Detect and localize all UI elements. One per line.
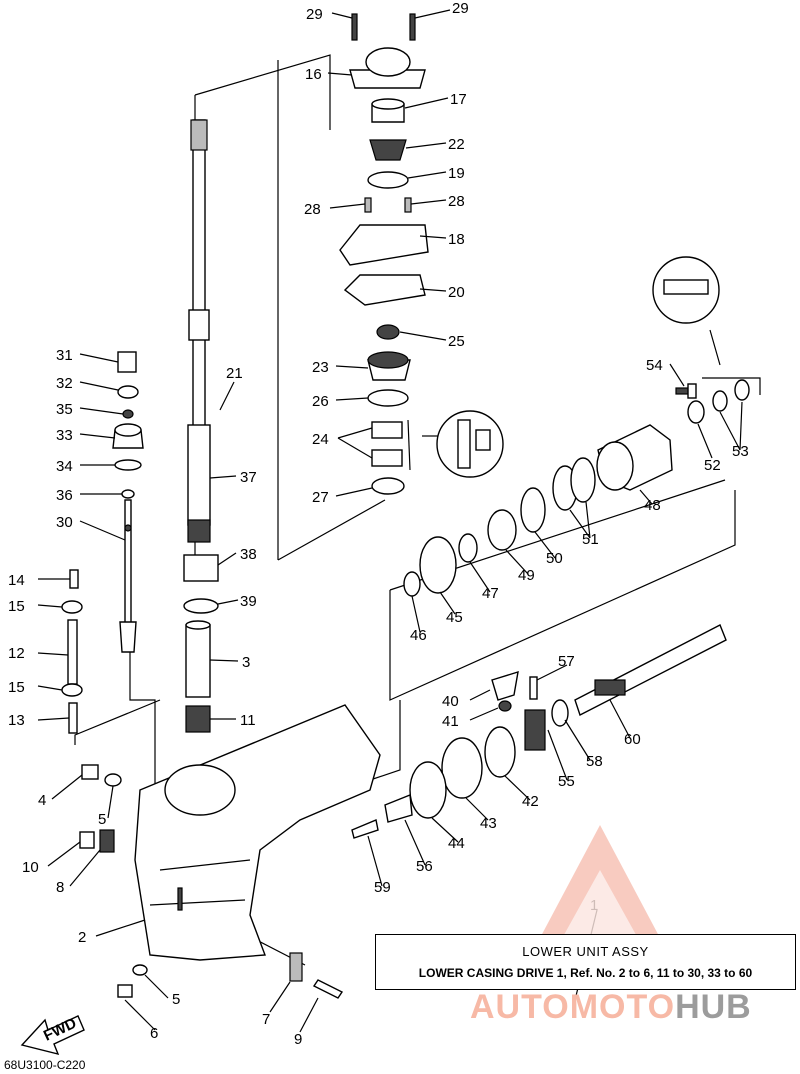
callout-31: 31 [56,347,73,364]
callout-60: 60 [624,731,641,748]
callout-59: 59 [374,879,391,896]
callout-5: 5 [98,811,106,828]
leader-lines [37,9,743,1033]
callout-36: 36 [56,487,73,504]
drive-shaft [187,119,211,543]
callout-35: 35 [56,401,73,418]
callout-39: 39 [240,593,257,610]
callout-15: 15 [8,598,25,615]
callout-26: 26 [312,393,329,410]
callout-4: 4 [38,792,46,809]
callout-10: 10 [22,859,39,876]
callout-1: 1 [590,897,598,914]
shift-linkage-parts [61,569,83,734]
callout-55: 55 [558,773,575,790]
callout-21: 21 [226,365,243,382]
callout-14: 14 [8,572,25,589]
watermark-text: AUTOMOTOHUB [470,988,752,1027]
callout-28: 28 [304,201,321,218]
callout-23: 23 [312,359,329,376]
callout-6: 6 [150,1025,158,1042]
callout-27: 27 [312,489,329,506]
caption-subtitle: LOWER CASING DRIVE 1, Ref. No. 2 to 6, 1… [418,966,753,980]
callout-29b: 29 [452,0,469,17]
callout-30: 30 [56,514,73,531]
fasteners [79,383,697,999]
callout-33: 33 [56,427,73,444]
callout-52: 52 [704,457,721,474]
callout-57: 57 [558,653,575,670]
caption-box: LOWER UNIT ASSY LOWER CASING DRIVE 1, Re… [375,934,796,990]
callout-11: 11 [240,712,256,729]
callout-47: 47 [482,585,499,602]
callout-9: 9 [294,1031,302,1048]
callout-18: 18 [448,231,465,248]
caption-title: LOWER UNIT ASSY [522,944,649,959]
callout-51: 51 [582,531,599,548]
callout-54: 54 [646,357,663,374]
shift-parts-stack [112,351,144,499]
callout-46: 46 [410,627,427,644]
callout-42: 42 [522,793,539,810]
fwd-arrow: FWD [20,1015,85,1056]
callout-22: 22 [448,136,465,153]
drawing-code: 68U3100-C220 [4,1058,86,1072]
callout-38: 38 [240,546,257,563]
lower-casing [134,704,381,961]
water-pump-group [339,13,504,495]
callout-5b: 5 [172,991,180,1008]
callout-53: 53 [732,443,749,460]
callout-34: 34 [56,458,73,475]
callout-12: 12 [8,645,25,662]
callout-49: 49 [518,567,535,584]
callout-13: 13 [8,712,25,729]
callout-44: 44 [448,835,465,852]
callout-17: 17 [450,91,467,108]
callout-29: 29 [306,6,323,23]
callout-43: 43 [480,815,497,832]
callout-24: 24 [312,431,329,448]
callout-20: 20 [448,284,465,301]
callout-37: 37 [240,469,257,486]
callout-15b: 15 [8,679,25,696]
watermark-text-part2: HUB [675,988,752,1026]
callout-56: 56 [416,858,433,875]
callout-41: 41 [442,713,459,730]
callout-16: 16 [305,66,322,83]
propeller-shaft-group [351,256,750,839]
callout-8: 8 [56,879,64,896]
callout-3: 3 [242,654,250,671]
callout-48: 48 [644,497,661,514]
callout-numbers: 1 2 3 4 5 5 6 7 8 9 10 11 12 13 14 15 15… [8,0,749,1048]
callout-25: 25 [448,333,465,350]
callout-2: 2 [78,929,86,946]
shift-rod [119,499,137,653]
callout-45: 45 [446,609,463,626]
callout-50: 50 [546,550,563,567]
driveshaft-bearings [183,554,219,733]
watermark-text-part1: AUTOMOTO [470,988,676,1026]
callout-58: 58 [586,753,603,770]
callout-32: 32 [56,375,73,392]
callout-28b: 28 [448,193,465,210]
callout-40: 40 [442,693,459,710]
callout-7: 7 [262,1011,270,1028]
callout-19: 19 [448,165,465,182]
